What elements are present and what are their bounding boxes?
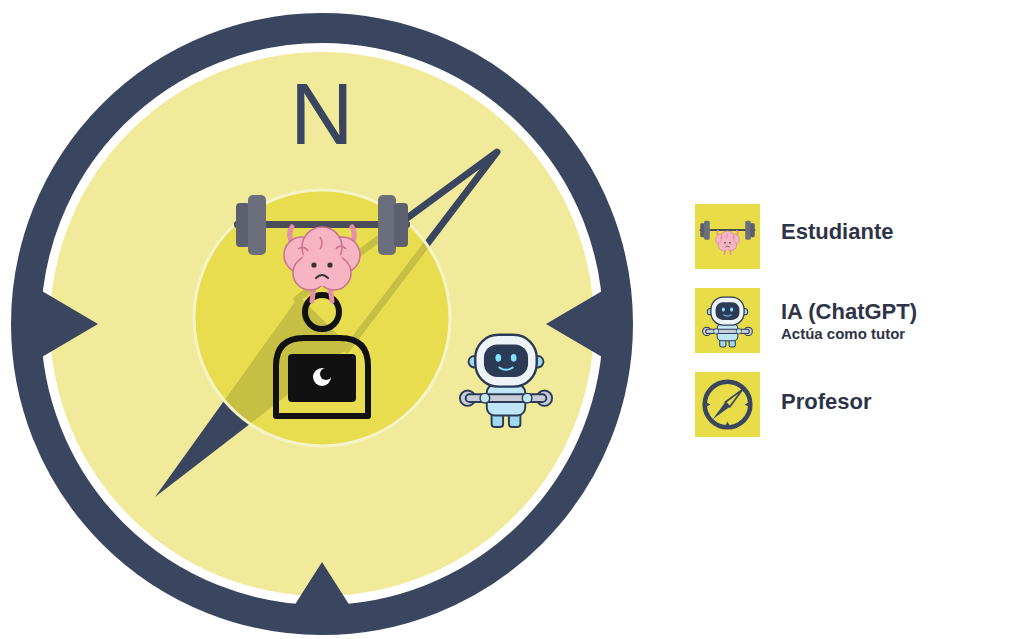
student-circle xyxy=(194,190,450,446)
student-icon-drawing xyxy=(700,221,756,255)
legend-item: Estudiante xyxy=(695,204,1015,269)
legend-label: Estudiante xyxy=(781,220,893,244)
compass-ring xyxy=(26,28,618,620)
legend-tile xyxy=(695,288,760,353)
legend-subtitle: Actúa como tutor xyxy=(781,326,905,343)
compass-south-mark xyxy=(280,562,364,628)
legend-tile xyxy=(695,204,760,269)
teacher-icon xyxy=(695,372,760,437)
legend-tile xyxy=(695,372,760,437)
legend-item: Profesor xyxy=(695,372,1015,437)
compass-west-mark xyxy=(30,284,98,364)
compass-face xyxy=(50,52,594,596)
compass-north-letter: N xyxy=(290,66,354,163)
robot-tutor xyxy=(460,335,552,427)
ai-icon xyxy=(695,288,760,353)
legend-label: Profesor xyxy=(781,390,871,414)
ai-icon-drawing xyxy=(703,297,753,347)
legend-label: IA (ChatGPT) xyxy=(781,300,917,324)
compass-east-mark xyxy=(546,284,614,364)
legend-item: IA (ChatGPT) xyxy=(695,288,1015,353)
brain-lifting-weights xyxy=(234,195,410,301)
student-figure xyxy=(276,295,368,416)
teacher-icon-drawing xyxy=(704,382,752,429)
student-icon xyxy=(695,204,760,269)
